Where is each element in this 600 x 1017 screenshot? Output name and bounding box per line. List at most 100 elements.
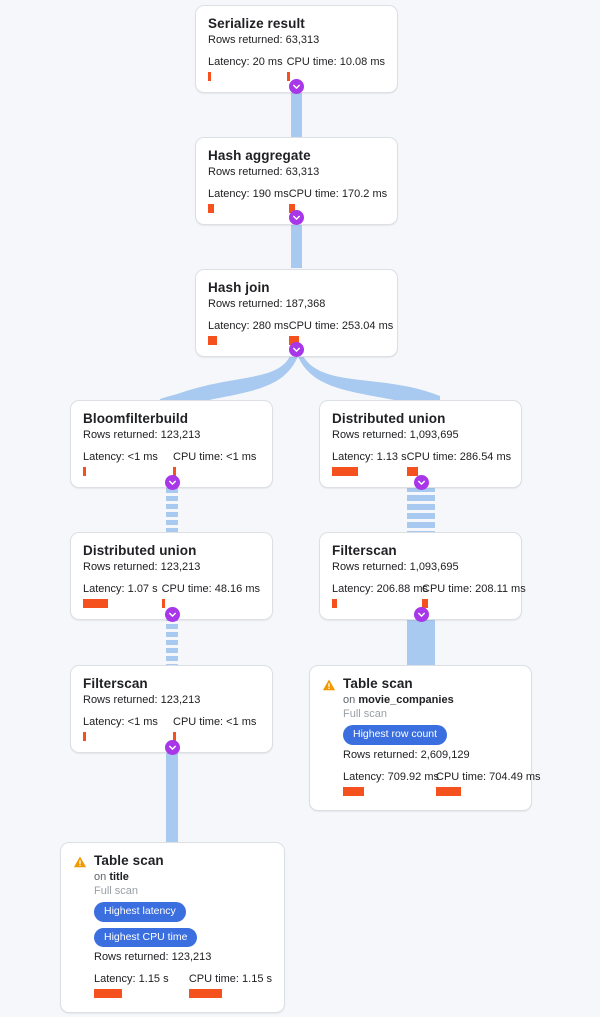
collapse-toggle-filterscan-left[interactable] <box>165 740 180 755</box>
latency-metric: Latency: 190 ms <box>208 188 289 213</box>
node-metrics: Latency: 206.88 ms CPU time: 208.11 ms <box>332 583 526 608</box>
collapse-toggle-hash-aggregate[interactable] <box>289 210 304 225</box>
chevron-down-icon <box>293 347 300 352</box>
latency-bar <box>83 467 86 476</box>
latency-label: Latency: 1.15 s <box>94 973 169 985</box>
cpu-time-label: CPU time: <1 ms <box>173 451 257 463</box>
latency-metric: Latency: 280 ms <box>208 320 289 345</box>
rows-returned: Rows returned: 63,313 <box>208 34 320 46</box>
rows-returned: Rows returned: 123,213 <box>83 561 201 573</box>
latency-metric: Latency: 206.88 ms <box>332 583 429 608</box>
latency-bar <box>208 204 214 213</box>
latency-label: Latency: 1.07 s <box>83 583 158 595</box>
latency-label: Latency: 1.13 s <box>332 451 407 463</box>
cpu-time-bar <box>286 72 290 81</box>
plan-node-serialize-result[interactable]: Serialize result Rows returned: 63,313 L… <box>195 5 398 93</box>
latency-bar <box>208 72 211 81</box>
table-name: movie_companies <box>358 694 454 706</box>
latency-label: Latency: 190 ms <box>208 188 289 200</box>
node-body: on title Full scan Highest latency Highe… <box>73 870 272 998</box>
plan-node-distributed-union-right[interactable]: Distributed union Rows returned: 1,093,6… <box>319 400 522 488</box>
latency-metric: Latency: 1.15 s <box>94 973 189 998</box>
cpu-time-label: CPU time: <1 ms <box>173 716 257 728</box>
latency-label: Latency: 280 ms <box>208 320 289 332</box>
rows-returned: Rows returned: 1,093,695 <box>332 429 459 441</box>
badge-list: Highest row count <box>343 725 519 745</box>
latency-bar <box>94 989 122 998</box>
node-title: Distributed union <box>332 411 446 426</box>
node-title: Table scan <box>94 853 164 868</box>
badge-highest-row-count[interactable]: Highest row count <box>343 725 448 745</box>
cpu-time-label: CPU time: 208.11 ms <box>422 583 526 595</box>
cpu-time-metric: CPU time: 1.15 s <box>188 973 272 998</box>
cpu-time-metric: CPU time: 704.49 ms <box>436 771 541 796</box>
rows-returned: Rows returned: 123,213 <box>94 951 212 963</box>
plan-node-hash-join[interactable]: Hash join Rows returned: 187,368 Latency… <box>195 269 398 357</box>
node-title: Bloomfilterbuild <box>83 411 189 426</box>
node-header: Distributed union <box>83 542 260 559</box>
cpu-time-bar <box>173 732 176 741</box>
node-header: Bloomfilterbuild <box>83 410 260 427</box>
warning-triangle-icon <box>73 856 87 868</box>
cpu-time-metric: CPU time: 10.08 ms <box>286 56 385 81</box>
latency-bar <box>83 599 108 608</box>
cpu-time-label: CPU time: 253.04 ms <box>288 320 394 332</box>
badge-highest-cpu-time[interactable]: Highest CPU time <box>94 927 198 947</box>
chevron-down-icon <box>293 84 300 89</box>
chevron-down-icon <box>293 215 300 220</box>
chevron-down-icon <box>169 612 176 617</box>
node-header: Distributed union <box>332 410 509 427</box>
node-title: Distributed union <box>83 543 197 558</box>
latency-metric: Latency: 1.07 s <box>83 583 162 608</box>
cpu-time-bar <box>288 204 295 213</box>
latency-label: Latency: 20 ms <box>208 56 283 68</box>
latency-bar <box>343 786 364 796</box>
latency-metric: Latency: 20 ms <box>208 56 287 81</box>
on-label: on <box>343 694 356 706</box>
collapse-toggle-hash-join[interactable] <box>289 342 304 357</box>
chevron-down-icon <box>418 612 425 617</box>
collapse-toggle-bloomfilterbuild[interactable] <box>165 475 180 490</box>
plan-node-filterscan-right[interactable]: Filterscan Rows returned: 1,093,695 Late… <box>319 532 526 620</box>
latency-label: Latency: 206.88 ms <box>332 583 429 595</box>
latency-bar <box>332 599 337 608</box>
node-body: on movie_companies Full scan Highest row… <box>322 693 541 796</box>
collapse-toggle-serialize-result[interactable] <box>289 79 304 94</box>
plan-node-table-scan-movie-companies[interactable]: Table scan on movie_companies Full scan … <box>309 665 541 811</box>
on-label: on <box>94 871 107 883</box>
cpu-time-metric: CPU time: 48.16 ms <box>161 583 260 608</box>
scan-type: Full scan <box>94 885 139 897</box>
warning-triangle-icon <box>322 679 336 691</box>
cpu-time-metric: CPU time: 208.11 ms <box>422 583 526 608</box>
collapse-toggle-distributed-union-right[interactable] <box>414 475 429 490</box>
cpu-time-label: CPU time: 48.16 ms <box>161 583 260 595</box>
cpu-time-metric: CPU time: 253.04 ms <box>288 320 394 345</box>
collapse-toggle-distributed-union-left[interactable] <box>165 607 180 622</box>
node-metrics: Latency: 1.15 s CPU time: 1.15 s <box>94 973 272 998</box>
cpu-time-bar <box>422 599 428 608</box>
latency-metric: Latency: 1.13 s <box>332 451 407 476</box>
plan-node-filterscan-left[interactable]: Filterscan Rows returned: 123,213 Latenc… <box>70 665 273 753</box>
latency-metric: Latency: <1 ms <box>83 451 173 476</box>
cpu-time-label: CPU time: 1.15 s <box>188 973 272 985</box>
latency-metric: Latency: <1 ms <box>83 716 173 741</box>
plan-node-table-scan-title[interactable]: Table scan on title Full scan Highest la… <box>60 842 285 1013</box>
cpu-time-bar <box>406 467 418 476</box>
cpu-time-bar <box>188 989 222 998</box>
rows-returned: Rows returned: 1,093,695 <box>332 561 459 573</box>
node-title: Hash join <box>208 280 270 295</box>
node-metrics: Latency: 709.92 ms CPU time: 704.49 ms <box>343 771 541 796</box>
collapse-toggle-filterscan-right[interactable] <box>414 607 429 622</box>
plan-node-bloomfilterbuild[interactable]: Bloomfilterbuild Rows returned: 123,213 … <box>70 400 273 488</box>
cpu-time-label: CPU time: 10.08 ms <box>286 56 385 68</box>
node-header: Serialize result <box>208 15 385 32</box>
chevron-down-icon <box>169 480 176 485</box>
node-header: Filterscan <box>83 675 260 692</box>
badge-highest-latency[interactable]: Highest latency <box>94 902 186 922</box>
rows-returned: Rows returned: 2,609,129 <box>343 748 470 761</box>
node-header: Table scan <box>73 852 272 869</box>
edge-hash-join-to-bloomfilterbuild <box>172 352 296 404</box>
rows-returned: Rows returned: 123,213 <box>83 694 201 706</box>
node-title: Filterscan <box>83 676 148 691</box>
